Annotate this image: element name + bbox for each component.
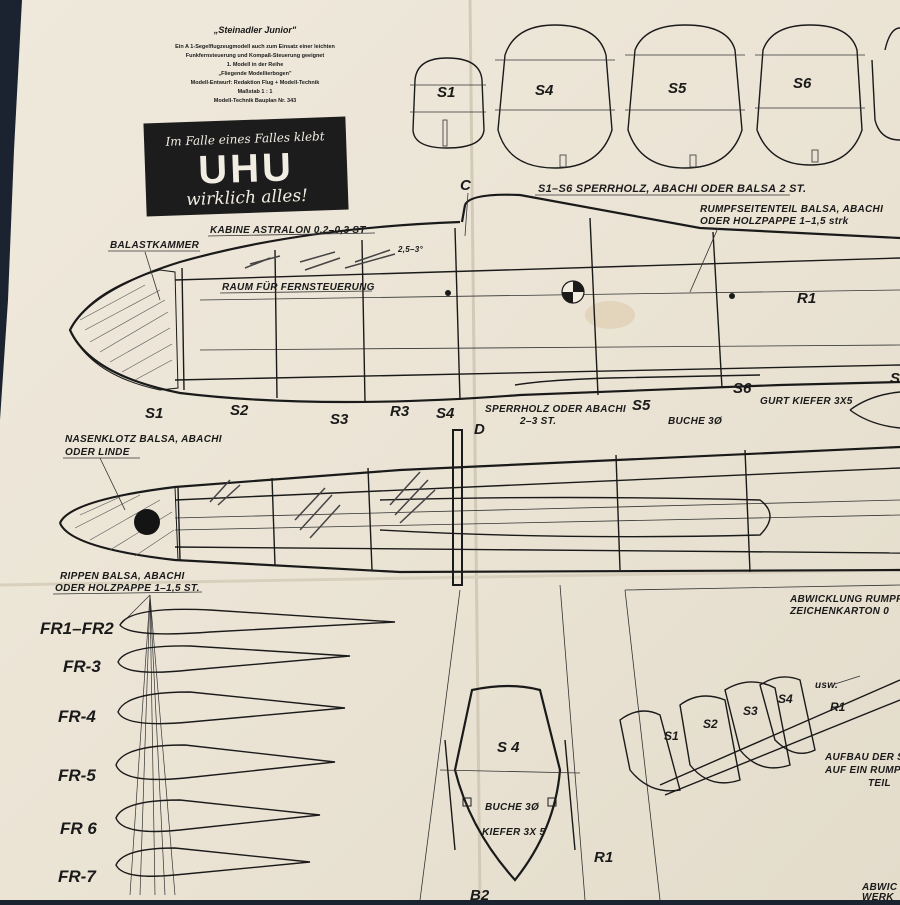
panel-part-s4: S4 [778, 692, 793, 706]
panel-usw: usw. [815, 680, 838, 691]
ribs: RIPPEN BALSA, ABACHI ODER HOLZPAPPE 1–1,… [40, 571, 396, 896]
rib-label-fr5: FR-5 [58, 766, 96, 785]
station-s4: S4 [436, 405, 455, 422]
title-line-6: Maßstab 1 : 1 [238, 89, 273, 95]
station-r3: R3 [390, 403, 410, 420]
label-d: D [474, 421, 485, 438]
label-c: C [460, 177, 472, 194]
uhu-advert: Im Falle eines Falles klebt UHU wirklich… [143, 116, 349, 217]
panel-part-s2: S2 [703, 717, 718, 731]
label-r1: R1 [797, 290, 816, 307]
rib-label-fr1-fr2: FR1–FR2 [40, 619, 114, 638]
fold-line-horizontal [0, 568, 900, 587]
former-label-s6: S6 [793, 75, 812, 92]
label-s-right: S [890, 370, 900, 387]
panel-abw-4: WERK [862, 892, 894, 900]
label-buche: BUCHE 3Ø [668, 416, 723, 427]
panel-abw-3: ABWIC [861, 882, 898, 893]
detail-label-buche: BUCHE 3Ø [485, 802, 540, 813]
rib-label-fr3: FR-3 [63, 657, 101, 676]
former-s1: S1 [410, 57, 486, 149]
title-line-4: „Fliegende Modellierbogen" [218, 71, 292, 77]
nose-weight-dot [134, 509, 160, 535]
assembly-panel: ABWICKLUNG RUMPF ZEICHENKARTON 0 usw. S1… [619, 584, 900, 903]
station-s5: S5 [632, 397, 651, 414]
ribs-note-2: ODER HOLZPAPPE 1–1,5 ST. [55, 583, 200, 594]
panel-part-r1: R1 [830, 700, 846, 714]
label-sperrholz: SPERRHOLZ ODER ABACHI [485, 404, 626, 415]
former-detail: S 4 BUCHE 3Ø KIEFER 3X 5 R1 B2 [419, 584, 613, 904]
label-rumpf-2: ODER HOLZPAPPE 1–1,5 strk [700, 216, 849, 227]
panel-abw-2: ZEICHENKARTON 0 [789, 606, 889, 617]
former-s6: S6 [755, 24, 865, 166]
detail-label-r1: R1 [594, 849, 613, 866]
label-raum: RAUM FÜR FERNSTEUERUNG [222, 280, 375, 293]
title-line-3: 1. Modell in der Reihe [227, 62, 284, 68]
fold-line-vertical [468, 0, 482, 901]
panel-aufbau-2: AUF EIN RUMPF [824, 765, 900, 776]
label-kabine: KABINE ASTRALON 0,2–0,3 ST [210, 225, 366, 236]
rib-label-fr7: FR-7 [58, 867, 97, 886]
label-angle: 2,5–3° [397, 245, 424, 254]
label-nase: NASENKLOTZ BALSA, ABACHI [65, 434, 222, 445]
panel-part-s3: S3 [743, 704, 758, 718]
detail-label-kiefer: KIEFER 3X 5 [482, 827, 545, 838]
former-label-s5: S5 [668, 80, 687, 97]
label-nase-2: ODER LINDE [65, 447, 130, 458]
ribs-note-1: RIPPEN BALSA, ABACHI [60, 571, 185, 582]
former-s7-partial [871, 27, 900, 141]
former-s4: S4 [495, 24, 615, 169]
formers-note: S1–S6 SPERRHOLZ, ABACHI ODER BALSA 2 ST. [538, 183, 806, 195]
advert-line-1: Im Falle eines Falles klebt [164, 129, 325, 149]
label-rumpf: RUMPFSEITENTEIL BALSA, ABACHI [700, 204, 883, 215]
station-s2: S2 [230, 402, 249, 419]
panel-aufbau-1: AUFBAU DER S [824, 752, 900, 763]
plan-title: „Steinadler Junior" [213, 25, 297, 35]
panel-part-s1: S1 [664, 729, 679, 743]
stain [585, 301, 635, 329]
rib-label-fr6: FR 6 [60, 819, 97, 838]
detail-label-s4: S 4 [497, 739, 520, 756]
label-balastkammer: BALASTKAMMER [110, 240, 200, 251]
station-s6: S6 [733, 380, 752, 397]
station-s1: S1 [145, 405, 163, 422]
panel-aufbau-3: TEIL [868, 778, 891, 789]
advert-brand: UHU [198, 145, 295, 192]
detail-label-bottom: B2 [470, 887, 490, 900]
station-s3: S3 [330, 411, 349, 428]
fuselage-top-view: NASENKLOTZ BALSA, ABACHI ODER LINDE [58, 429, 900, 586]
rib-label-fr4: FR-4 [58, 707, 96, 726]
former-s5: S5 [625, 24, 745, 169]
former-label-s4: S4 [535, 82, 554, 99]
title-line-7: Modell-Technik Bauplan Nr. 343 [214, 98, 296, 104]
panel-abw-1: ABWICKLUNG RUMPF [789, 594, 900, 605]
title-line-2: Funkfernsteuerung und Kompaß-Steuerung g… [186, 53, 325, 59]
label-gurt: GURT KIEFER 3X5 [760, 396, 853, 407]
title-block: „Steinadler Junior" Ein A 1-Segelflugzeu… [175, 25, 335, 104]
advert-line-2: wirklich alles! [186, 186, 308, 210]
title-line-1: Ein A 1-Segelflugzeugmodell auch zum Ein… [175, 44, 335, 50]
fuselage-side-view: KABINE ASTRALON 0,2–0,3 ST 2,5–3° BALAST… [68, 177, 900, 438]
advert-panel [143, 116, 349, 217]
label-sperrholz-2: 2–3 ST. [519, 416, 556, 427]
former-label-s1: S1 [437, 84, 455, 101]
title-line-5: Modell-Entwurf: Redaktion Flug + Modell-… [191, 80, 321, 86]
